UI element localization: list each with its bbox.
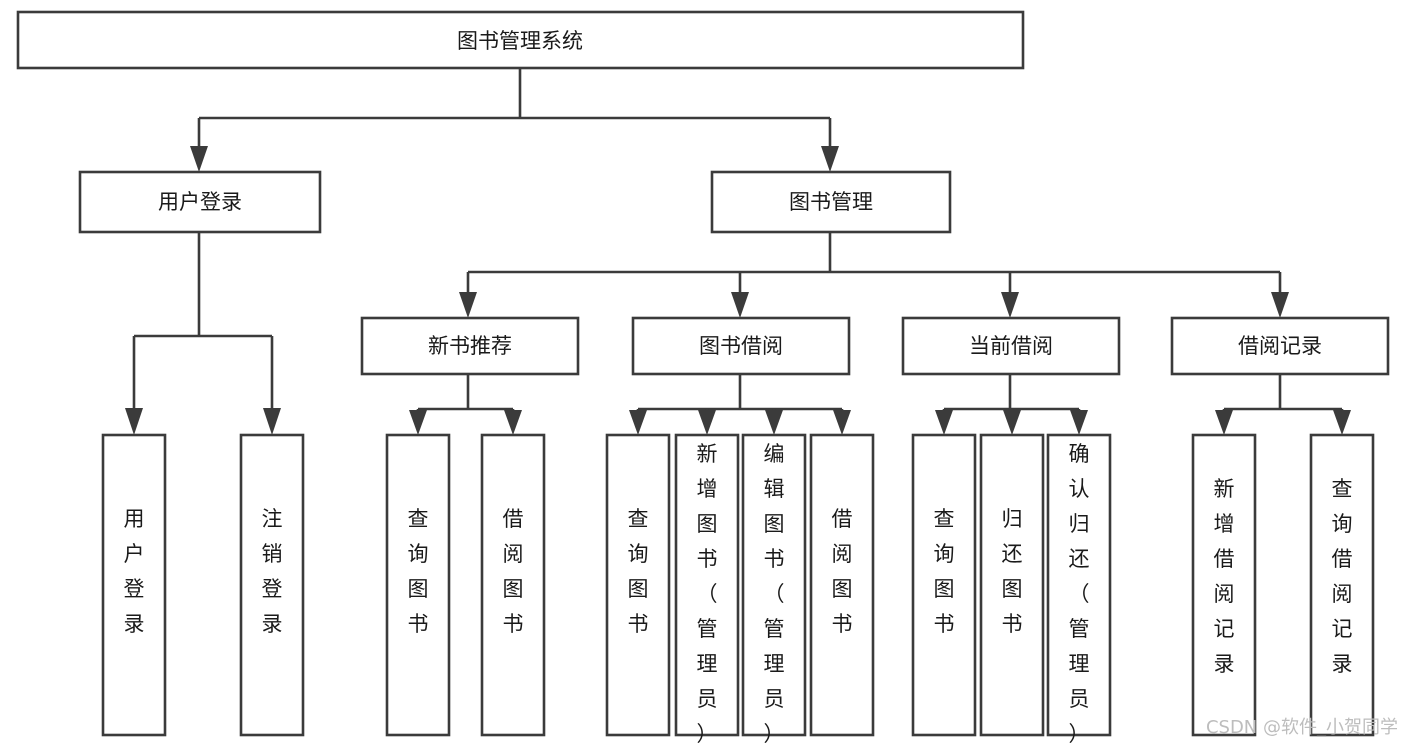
node-leaf-query-book-2-label: 查询图书 <box>628 507 649 636</box>
node-leaf-edit-book-label: 编辑图书（管理员） <box>764 442 785 746</box>
node-new-book-recommend-box[interactable] <box>360 316 580 376</box>
node-leaf-query-record-label: 查询借阅记录 <box>1332 477 1353 676</box>
node-book-manage-box[interactable] <box>710 170 952 234</box>
arrow-to-current-borrow <box>1001 292 1019 318</box>
node-current-borrow[interactable]: 当前借阅 <box>901 316 1121 376</box>
node-borrow-record-label: 借阅记录 <box>1238 334 1322 358</box>
node-leaf-query-book-1-box[interactable] <box>385 433 451 737</box>
node-leaf-query-book-3[interactable]: 查询图书 <box>911 433 977 737</box>
arrow-to-leaf-confirm-return <box>1070 410 1088 435</box>
node-root-label: 图书管理系统 <box>457 29 583 53</box>
arrow-to-leaf-query-book-1 <box>409 410 427 435</box>
arrow-to-book-manage <box>821 146 839 172</box>
node-leaf-confirm-return-label: 确认归还（管理员） <box>1069 442 1090 746</box>
arrow-to-book-borrow <box>731 292 749 318</box>
node-leaf-user-logout-label: 注销登录 <box>262 507 283 636</box>
csdn-watermark: CSDN @软件_小贺同学 <box>1206 717 1398 738</box>
node-leaf-query-book-1[interactable]: 查询图书 <box>385 433 451 737</box>
node-leaf-user-login-label: 用户登录 <box>124 507 145 636</box>
node-leaf-borrow-book-2-box[interactable] <box>809 433 875 737</box>
arrow-to-leaf-add-record <box>1215 410 1233 435</box>
node-leaf-confirm-return-box[interactable] <box>1046 433 1112 737</box>
arrow-to-leaf-query-book-2 <box>629 410 647 435</box>
node-leaf-query-record-box[interactable] <box>1309 433 1375 737</box>
node-root-box[interactable] <box>16 10 1025 70</box>
node-leaf-user-logout-box[interactable] <box>239 433 305 737</box>
node-new-book-recommend-label: 新书推荐 <box>428 334 512 358</box>
node-new-book-recommend[interactable]: 新书推荐 <box>360 316 580 376</box>
node-book-borrow[interactable]: 图书借阅 <box>631 316 851 376</box>
arrow-to-leaf-borrow-book-1 <box>504 410 522 435</box>
node-leaf-borrow-book-1-label: 借阅图书 <box>503 507 524 636</box>
node-leaf-borrow-book-1-box[interactable] <box>480 433 546 737</box>
node-leaf-add-record-box[interactable] <box>1191 433 1257 737</box>
arrow-to-borrow-record <box>1271 292 1289 318</box>
node-leaf-return-book-box[interactable] <box>979 433 1045 737</box>
node-user-login-box[interactable] <box>78 170 322 234</box>
edges-layer <box>125 68 1351 435</box>
node-leaf-add-record-label: 新增借阅记录 <box>1214 477 1235 676</box>
node-leaf-query-record[interactable]: 查询借阅记录 <box>1309 433 1375 737</box>
node-leaf-add-book-box[interactable] <box>674 433 740 737</box>
node-user-login-label: 用户登录 <box>158 190 242 214</box>
node-root[interactable]: 图书管理系统 <box>16 10 1025 70</box>
node-leaf-return-book[interactable]: 归还图书 <box>979 433 1045 737</box>
node-leaf-query-book-2[interactable]: 查询图书 <box>605 433 671 737</box>
node-book-borrow-label: 图书借阅 <box>699 334 783 358</box>
node-leaf-user-login[interactable]: 用户登录 <box>101 433 167 737</box>
arrow-to-leaf-user-login <box>125 408 143 435</box>
node-current-borrow-label: 当前借阅 <box>969 334 1053 358</box>
node-leaf-add-book[interactable]: 新增图书（管理员） <box>674 433 740 746</box>
node-leaf-add-book-label: 新增图书（管理员） <box>697 442 718 746</box>
node-leaf-edit-book[interactable]: 编辑图书（管理员） <box>741 433 807 746</box>
node-leaf-query-book-3-box[interactable] <box>911 433 977 737</box>
node-leaf-user-logout[interactable]: 注销登录 <box>239 433 305 737</box>
node-leaf-user-login-box[interactable] <box>101 433 167 737</box>
node-leaf-borrow-book-2-label: 借阅图书 <box>832 507 853 636</box>
arrow-to-leaf-edit-book <box>765 410 783 435</box>
arrow-to-leaf-query-record <box>1333 410 1351 435</box>
arrow-to-leaf-borrow-book-2 <box>833 410 851 435</box>
node-book-manage[interactable]: 图书管理 <box>710 170 952 234</box>
node-leaf-add-record[interactable]: 新增借阅记录 <box>1191 433 1257 737</box>
node-user-login[interactable]: 用户登录 <box>78 170 322 234</box>
arrow-to-leaf-user-logout <box>263 408 281 435</box>
node-book-manage-label: 图书管理 <box>789 190 873 214</box>
arrow-to-user-login <box>190 146 208 172</box>
node-leaf-edit-book-box[interactable] <box>741 433 807 737</box>
arrow-to-leaf-add-book <box>698 410 716 435</box>
arrow-to-leaf-return-book <box>1003 410 1021 435</box>
node-current-borrow-box[interactable] <box>901 316 1121 376</box>
node-leaf-query-book-2-box[interactable] <box>605 433 671 737</box>
node-leaf-borrow-book-2[interactable]: 借阅图书 <box>809 433 875 737</box>
node-leaf-return-book-label: 归还图书 <box>1002 507 1023 636</box>
node-leaf-query-book-1-label: 查询图书 <box>408 507 429 636</box>
node-borrow-record-box[interactable] <box>1170 316 1390 376</box>
node-leaf-borrow-book-1[interactable]: 借阅图书 <box>480 433 546 737</box>
arrow-to-leaf-query-book-3 <box>935 410 953 435</box>
node-leaf-query-book-3-label: 查询图书 <box>934 507 955 636</box>
arrow-to-new-book-recommend <box>459 292 477 318</box>
node-borrow-record[interactable]: 借阅记录 <box>1170 316 1390 376</box>
node-leaf-confirm-return[interactable]: 确认归还（管理员） <box>1046 433 1112 746</box>
node-book-borrow-box[interactable] <box>631 316 851 376</box>
